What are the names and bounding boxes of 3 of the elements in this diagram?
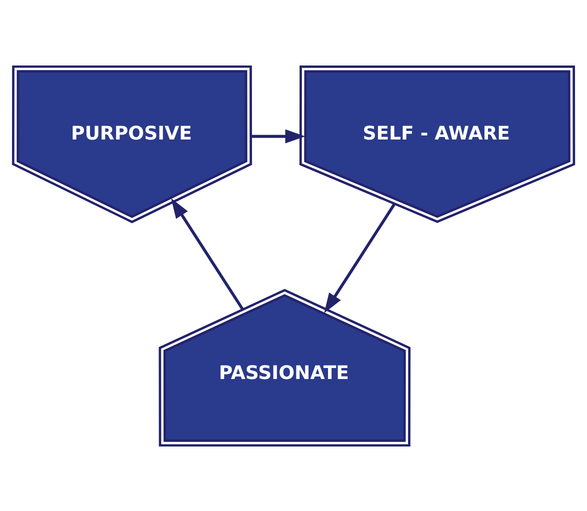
arrow [324, 202, 396, 313]
arrow [171, 198, 244, 310]
arrow [250, 128, 306, 143]
